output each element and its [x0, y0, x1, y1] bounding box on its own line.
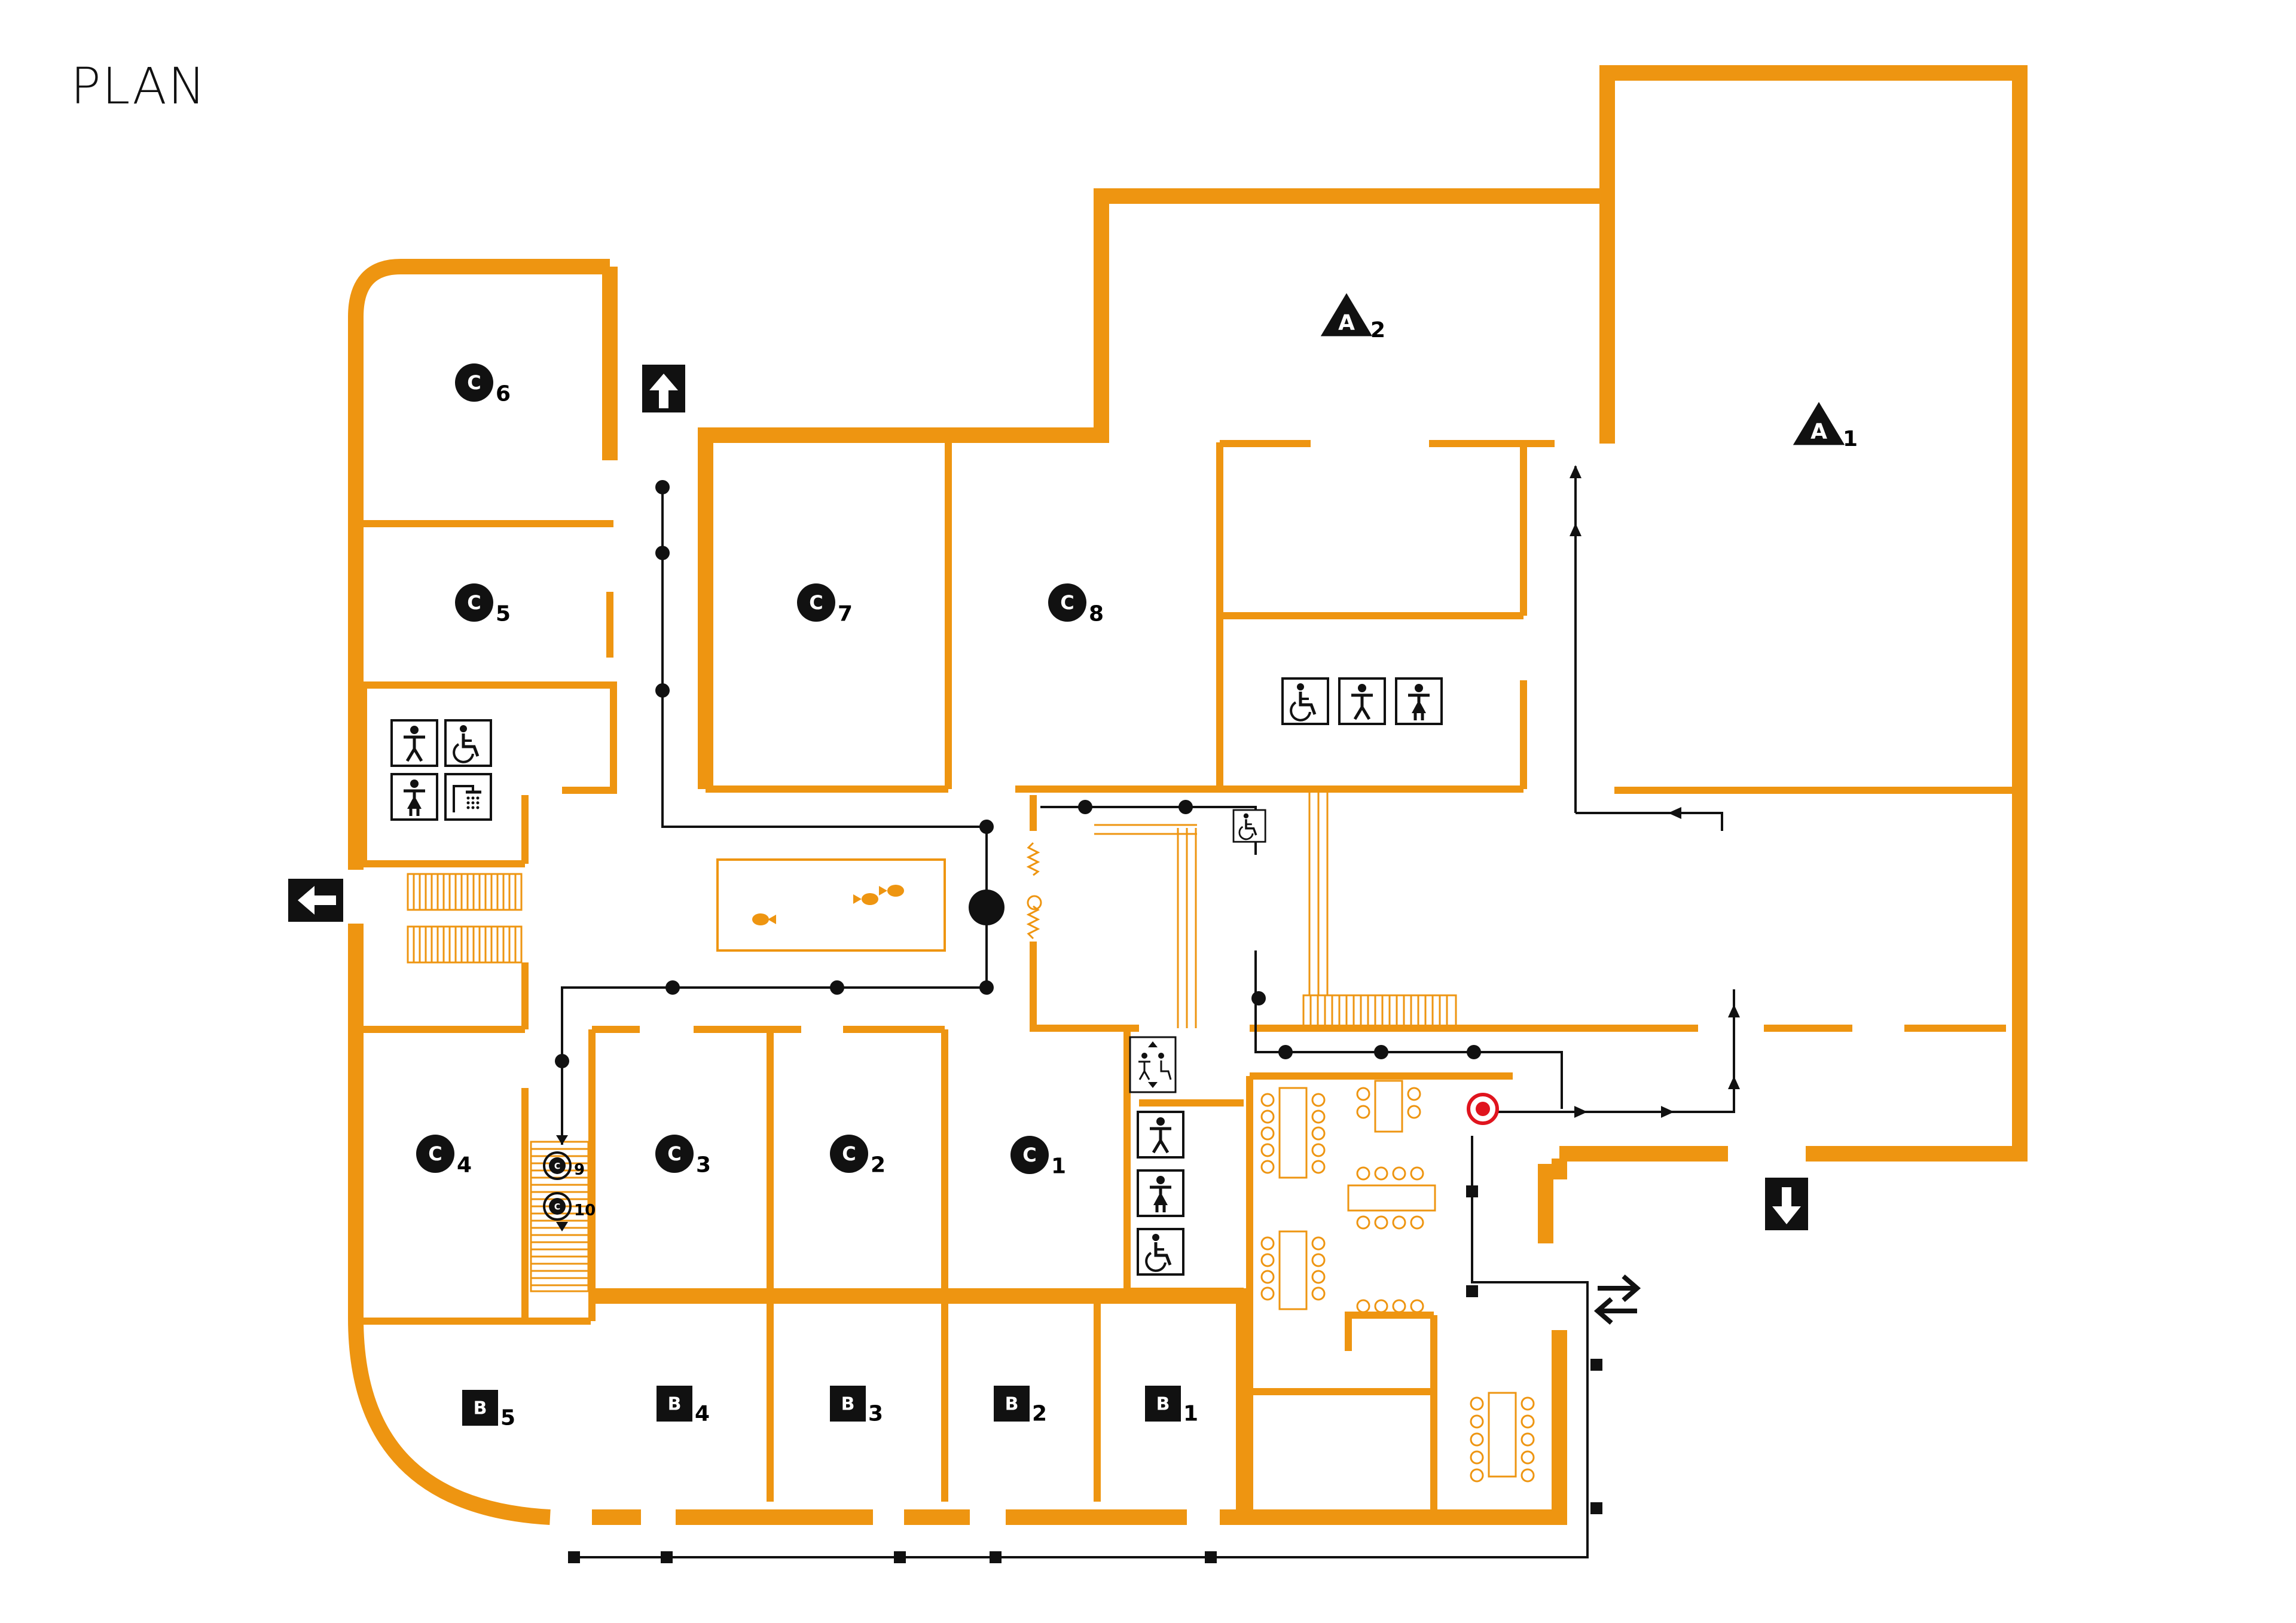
- room-number: 5: [500, 1406, 515, 1431]
- room-letter: C: [428, 1142, 442, 1165]
- room-marker-shape: [543, 1192, 572, 1221]
- room-letter: C: [467, 371, 481, 394]
- room-number: 9: [574, 1161, 585, 1179]
- room-letter: C: [467, 591, 481, 614]
- accessible-toilet-icon: [1232, 809, 1266, 843]
- room-marker-c10: C 10: [543, 1192, 596, 1221]
- route-nodes: [555, 480, 1602, 1563]
- swap-arrows-icon: [1593, 1274, 1641, 1325]
- route-arrows: [556, 465, 1740, 1231]
- arrow-up-exit-icon: [642, 365, 685, 412]
- room-letter: A: [1338, 311, 1355, 335]
- room-letter: C: [842, 1142, 856, 1165]
- arrow-down-exit-icon: [1765, 1178, 1808, 1230]
- meeting-tables: [1260, 1080, 1535, 1483]
- shower-icon: [445, 774, 491, 820]
- room-marker-shape: [1145, 1386, 1181, 1422]
- room-letter: B: [841, 1394, 855, 1415]
- room-marker-shape: [1320, 293, 1373, 337]
- room-letter: C: [667, 1142, 681, 1165]
- room-number: 3: [696, 1153, 711, 1177]
- you-are-here-icon: [1467, 1093, 1499, 1125]
- female-toilet-icon: [1138, 1170, 1183, 1216]
- room-number: 2: [1370, 318, 1385, 343]
- room-marker-shape: [455, 583, 493, 622]
- accessible-toilet-icon: [1283, 678, 1328, 724]
- page-title: PLAN: [71, 57, 207, 115]
- room-marker-shape: [543, 1151, 572, 1180]
- room-marker-shape: [1010, 1136, 1049, 1174]
- room-marker-shape: [830, 1386, 866, 1422]
- room-marker-shape: [655, 1135, 694, 1173]
- room-letter: C: [1060, 591, 1074, 614]
- room-number: 1: [1183, 1402, 1198, 1426]
- room-letter: C: [554, 1162, 560, 1172]
- room-marker-shape: [994, 1386, 1030, 1422]
- room-marker-shape: [455, 363, 493, 402]
- room-number: 4: [457, 1153, 472, 1177]
- room-number: 8: [1089, 601, 1104, 626]
- male-toilet-icon: [392, 720, 437, 766]
- room-marker-shape: [797, 583, 835, 622]
- accessible-toilet-icon: [1138, 1229, 1183, 1274]
- toilet-block-north: [1283, 678, 1442, 724]
- junction-node: [969, 890, 1004, 925]
- room-letter: B: [1156, 1394, 1170, 1415]
- room-number: 3: [868, 1402, 883, 1426]
- room-letter: C: [1022, 1144, 1036, 1166]
- fish-pond: [716, 858, 946, 952]
- toilet-block-south: [1138, 1112, 1183, 1274]
- stairs: [407, 792, 1457, 1292]
- fish-icon: [752, 885, 904, 925]
- room-letter: C: [554, 1203, 560, 1212]
- male-toilet-icon: [1138, 1112, 1183, 1157]
- room-number: 2: [1032, 1402, 1047, 1426]
- room-letter: B: [474, 1398, 487, 1419]
- room-number: 5: [496, 601, 511, 626]
- room-number: 6: [496, 381, 511, 406]
- arrow-left-exit-icon: [288, 879, 343, 922]
- room-number: 2: [871, 1153, 886, 1177]
- toilet-block-west: [392, 720, 491, 820]
- room-marker-shape: [416, 1135, 454, 1173]
- room-number: 4: [695, 1402, 710, 1426]
- room-marker-shape: [1793, 402, 1845, 445]
- room-letter: B: [1005, 1394, 1019, 1415]
- room-marker-shape: [1048, 583, 1086, 622]
- accessible-toilet-icon: [445, 720, 491, 766]
- room-marker-shape: [462, 1390, 498, 1426]
- elevator-icon: [1129, 1036, 1177, 1093]
- room-number: 10: [574, 1202, 596, 1219]
- room-marker-shape: [657, 1386, 692, 1422]
- room-letter: B: [668, 1394, 682, 1415]
- female-toilet-icon: [392, 774, 437, 820]
- male-toilet-icon: [1339, 678, 1385, 724]
- room-letter: C: [809, 591, 823, 614]
- room-marker-shape: [830, 1135, 868, 1173]
- female-toilet-icon: [1396, 678, 1442, 724]
- room-number: 1: [1843, 427, 1858, 451]
- room-number: 1: [1051, 1154, 1066, 1178]
- room-number: 7: [838, 601, 853, 626]
- interior-walls: [360, 440, 2020, 1518]
- room-letter: A: [1810, 420, 1827, 444]
